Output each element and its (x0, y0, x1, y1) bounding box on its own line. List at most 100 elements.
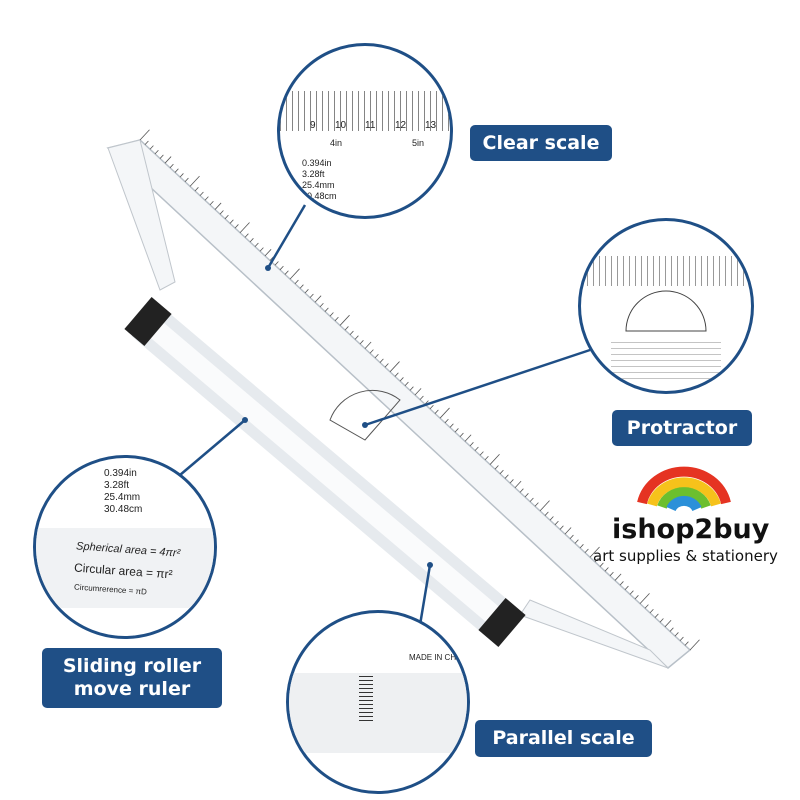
ruler-tick (419, 395, 424, 400)
ruler-tick (589, 546, 600, 558)
ruler-tick (559, 525, 564, 530)
ruler-tick (679, 636, 684, 641)
ruler-tick (439, 407, 450, 419)
ruler-tick (464, 434, 472, 442)
ruler-tick (514, 480, 522, 488)
ruler-foot-bottom (519, 599, 669, 669)
ruler-tick (249, 238, 254, 243)
ruler-tick (329, 312, 334, 317)
ruler-tick (404, 381, 409, 386)
callout-line (179, 419, 246, 476)
scale-mark: 10 (335, 120, 347, 131)
ruler-tick (499, 469, 504, 475)
ruler-tick (609, 571, 614, 577)
ruler-tick (544, 511, 549, 516)
ruler-tick (174, 168, 179, 173)
made-in-label: MADE IN CHINA (409, 653, 470, 662)
ruler-tick (204, 196, 209, 201)
callout-line (364, 348, 591, 427)
ruler-tick (344, 326, 349, 331)
ruler-tick (564, 527, 572, 535)
ruler-tick (449, 423, 454, 428)
ruler-tick (234, 224, 239, 229)
ruler-tick (359, 340, 364, 345)
ruler-tick (244, 233, 249, 238)
ruler-tick (379, 358, 384, 363)
ruler-tick (334, 316, 339, 322)
sliding-roller-label: Sliding roller move ruler (42, 648, 222, 708)
ruler-tick (339, 314, 350, 326)
ruler-tick (264, 249, 272, 257)
ruler-tick (639, 593, 650, 604)
scale-mark: 5in (412, 138, 425, 148)
scale-mark: 12 (395, 120, 407, 131)
ruler-tick (649, 608, 654, 614)
ruler-tick (194, 187, 199, 192)
callout-line (418, 564, 432, 626)
ruler-tick (479, 451, 484, 456)
ruler-tick (259, 247, 264, 252)
ruler-tick (159, 154, 164, 159)
ruler-tick (469, 442, 474, 447)
ruler-tick (164, 156, 172, 164)
ruler-tick (459, 432, 464, 437)
ruler-tick (179, 173, 184, 178)
rainbow-logo (637, 466, 731, 512)
ruler-tick (279, 265, 284, 271)
ruler-ticks (139, 129, 700, 651)
ruler-tick (444, 418, 449, 424)
brand-tagline: art supplies & stationery (593, 547, 778, 565)
ruler-tick (224, 214, 229, 220)
ruler-tick (689, 639, 700, 651)
ruler-tick (429, 404, 434, 410)
ruler-tick (314, 295, 322, 303)
ruler-tick (189, 175, 200, 187)
ruler-tick (374, 353, 379, 359)
ruler-tick (604, 567, 609, 572)
scale-mark: 13 (425, 120, 437, 131)
ruler-tick (549, 516, 554, 521)
ruler-tick (619, 581, 624, 586)
ruler-tick (144, 140, 149, 145)
ruler-tick (349, 330, 354, 335)
ruler-tick (539, 500, 550, 512)
ruler-tick (624, 585, 629, 590)
ruler-tick (219, 210, 224, 215)
ruler-tick (149, 145, 154, 150)
callout-line (266, 204, 307, 269)
scale-mark: 11 (365, 120, 376, 131)
ruler-tick (594, 557, 599, 563)
ruler-tick (369, 349, 374, 354)
ruler-tick (414, 388, 422, 396)
ruler-tick (289, 268, 300, 280)
ruler-tick (554, 520, 559, 526)
ruler-tick (574, 539, 579, 544)
ruler-tick (184, 177, 189, 182)
ruler-tick (139, 129, 150, 141)
roller-end-cap (478, 597, 526, 648)
ruler-tick (389, 361, 400, 373)
ruler-tick (579, 544, 584, 549)
ruler-tick (239, 222, 250, 233)
ruler-tick (474, 446, 479, 451)
ruler-tick (529, 497, 534, 502)
ruler-tick (659, 618, 664, 623)
protractor-mark (329, 389, 401, 441)
ruler-tick (504, 474, 509, 479)
ruler-tick (324, 307, 329, 312)
ruler-tick (634, 595, 639, 600)
ruler-tick (434, 409, 439, 414)
ruler-tick (654, 613, 659, 618)
ruler-tick (584, 548, 589, 553)
ruler-tick (524, 493, 529, 498)
scale-mark: 4in (330, 138, 343, 148)
ruler-tick (364, 341, 372, 349)
ruler-tick (494, 465, 499, 470)
ruler-tick (284, 270, 289, 275)
ruler-tick (169, 163, 174, 169)
